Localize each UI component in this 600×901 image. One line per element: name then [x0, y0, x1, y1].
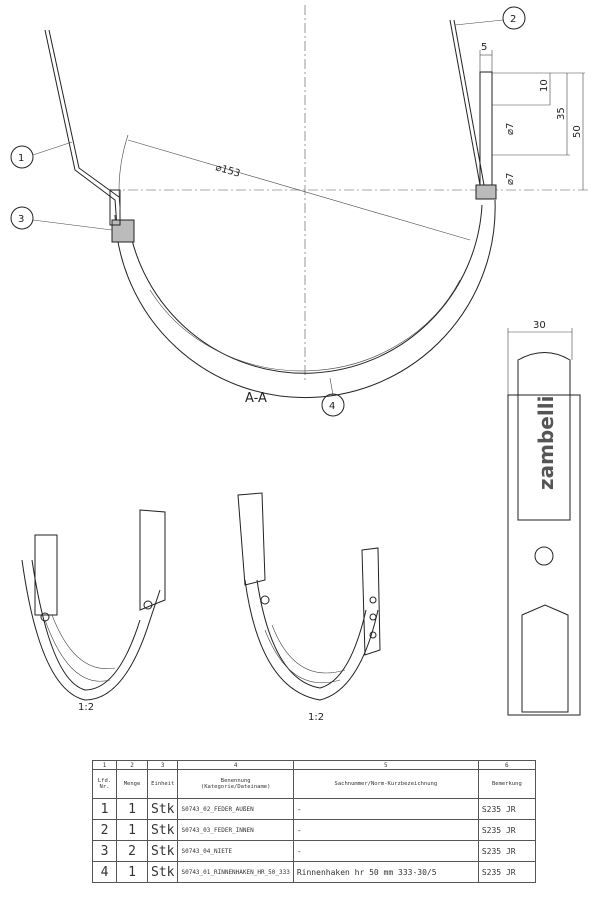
- svg-text:3: 3: [18, 214, 24, 225]
- hook-slot-line: [149, 279, 461, 372]
- cell-bemerkung: S235 JR: [477, 819, 536, 841]
- svg-text:1: 1: [18, 153, 24, 164]
- zambelli-logo: zambelli: [534, 396, 558, 490]
- section-view: ⌀153 5 10 35 50 ⌀7 ⌀7 1 2 3 4 A-A: [10, 5, 590, 417]
- scale-label-1: 1:2: [78, 702, 94, 713]
- cell-bemerkung: S235 JR: [477, 798, 536, 820]
- rivet-left: [111, 219, 135, 243]
- cell-einheit: Stk: [146, 798, 179, 820]
- cell-bemerkung: S235 JR: [477, 840, 536, 862]
- side-view: 30 zambelli: [507, 320, 581, 716]
- cell-nr: 2: [92, 819, 117, 841]
- cell-benennung: S0743_03_FEDER_INNEN: [177, 819, 294, 841]
- diameter-dimension-line: [127, 139, 471, 241]
- svg-text:4: 4: [329, 401, 335, 412]
- dim-35: 35: [556, 107, 567, 120]
- cell-sachnummer: Rinnenhaken hr 50 mm 333-30/5: [292, 861, 479, 883]
- iso-view-1: 1:2: [21, 509, 166, 713]
- diameter-label: ⌀153: [214, 162, 241, 179]
- cell-menge: 2: [116, 840, 148, 862]
- dim-5: 5: [481, 42, 487, 53]
- cell-einheit: Stk: [146, 840, 179, 862]
- cell-sachnummer: -: [292, 819, 479, 841]
- scale-label-2: 1:2: [308, 712, 324, 723]
- dim-hole-1: ⌀7: [505, 123, 516, 135]
- hook-flat-end: [479, 71, 493, 188]
- cell-sachnummer: -: [292, 798, 479, 820]
- callout-1: [10, 145, 34, 169]
- cell-einheit: Stk: [146, 861, 179, 883]
- section-label: A-A: [245, 391, 267, 406]
- dim-10: 10: [539, 79, 550, 92]
- iso-view-2: 1:2: [237, 492, 381, 723]
- svg-text:2: 2: [510, 14, 516, 25]
- cell-menge: 1: [116, 798, 148, 820]
- cell-benennung: S0743_04_NIETE: [177, 840, 294, 862]
- cell-menge: 1: [116, 861, 148, 883]
- hook-outer-arc: [114, 199, 496, 399]
- inner-spring-part2: [449, 19, 481, 186]
- callout-2: [502, 6, 526, 30]
- cell-benennung: S0743_01_RINNENHAKEN_HR_50_333: [177, 861, 294, 883]
- dim-hole-2: ⌀7: [505, 173, 516, 185]
- callout-4: [321, 393, 345, 417]
- hook-inner-arc: [127, 204, 483, 374]
- cell-einheit: Stk: [146, 819, 179, 841]
- rivet-right: [475, 184, 497, 200]
- table-header: Lfd. Nr. Menge Einheit Benennung(Kategor…: [92, 769, 536, 799]
- cell-menge: 1: [116, 819, 148, 841]
- dim-30: 30: [533, 320, 546, 331]
- cell-benennung: S0743_02_FEDER_AUßEN: [177, 798, 294, 820]
- cell-nr: 4: [92, 861, 117, 883]
- callout-3: [10, 206, 34, 230]
- parts-table: 1 2 3 4 5 6 Lfd. Nr. Menge Einheit Benen…: [92, 760, 536, 883]
- hook-flat-part: [517, 352, 571, 521]
- cell-nr: 3: [92, 840, 117, 862]
- rivet-hole: [534, 546, 554, 566]
- cell-bemerkung: S235 JR: [477, 861, 536, 883]
- cell-sachnummer: -: [292, 840, 479, 862]
- cell-nr: 1: [92, 798, 117, 820]
- dim-50: 50: [572, 125, 583, 138]
